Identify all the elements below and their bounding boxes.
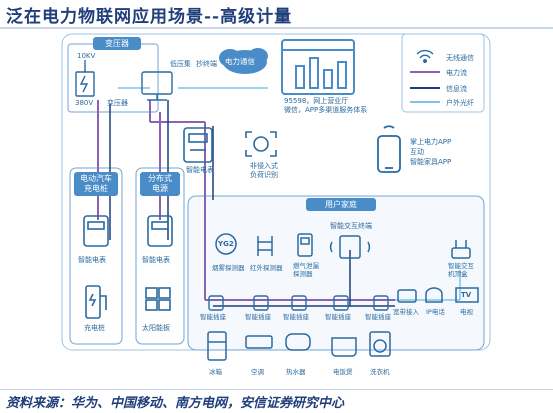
tv-label: 电视 [460, 308, 473, 316]
ev-box-title-1: 电动汽车 [80, 174, 112, 183]
smart-outlet-4 [333, 295, 349, 311]
gateway-label: 智能交互机顶盒 [448, 262, 474, 278]
concentrator-label-1: 低压集 [170, 60, 191, 68]
broadband-label: 宽带接入 [393, 308, 419, 316]
solar-panel-label: 太阳能板 [142, 324, 170, 332]
home-box-frame [187, 195, 485, 351]
ev-meter-icon [83, 215, 109, 247]
service-hall-icon [281, 39, 355, 95]
nonintrusive-label-1: 非侵入式 [250, 162, 278, 170]
concentrator-icon [141, 71, 173, 101]
water-heater-icon [285, 333, 311, 351]
ev-box-frame [69, 167, 123, 345]
concentrator-label-2: 抄终端 [196, 60, 217, 68]
smart-meter-icon [183, 127, 213, 163]
transformer-icon [75, 60, 95, 97]
smoke-detector-icon [215, 233, 237, 255]
transformer-label: 变压器 [107, 99, 128, 107]
voltage-low-label: 380V [75, 99, 94, 107]
ev-box-title: 电动汽车 充电桩 [74, 172, 118, 196]
tv-icon [455, 287, 479, 303]
rice-cooker-icon [331, 337, 357, 357]
service-label-2: 微信，APP多渠道服务体系 [284, 106, 368, 114]
outlet-label-2: 智能插座 [245, 313, 271, 321]
outlet-label-3: 智能插座 [283, 313, 309, 321]
cloud-icon [219, 48, 268, 74]
smart-outlet-1 [208, 295, 224, 311]
nonintrusive-label-2: 负荷识别 [250, 171, 278, 179]
outlet-label-1: 智能插座 [200, 313, 226, 321]
appliance-label-heater: 热水器 [286, 368, 306, 376]
title-divider [0, 27, 553, 29]
footer-divider [0, 389, 553, 390]
phone-icon [377, 125, 401, 173]
gas-detector-icon [297, 233, 313, 257]
ip-phone-icon [425, 287, 443, 303]
ev-meter-label: 智能电表 [78, 256, 106, 264]
interact-terminal-icon [329, 235, 371, 259]
source-note: 资料来源：华为、中国移动、南方电网，安信证券研究中心 [6, 396, 345, 411]
fridge-icon [207, 331, 227, 361]
transformer-title: 变压器 [93, 37, 141, 50]
dist-meter-icon [147, 215, 173, 247]
load-identification-icon [245, 131, 277, 157]
dist-meter-label: 智能电表 [142, 256, 170, 264]
legend-label-fiber: 户外光纤 [446, 99, 474, 107]
home-title: 用户家庭 [306, 198, 376, 211]
sensor-label-smoke: 烟雾探测器 [212, 264, 245, 272]
smart-meter-label: 智能电表 [186, 166, 214, 174]
solar-panel-icon [145, 287, 171, 311]
cloud-label: 电力通信 [225, 57, 255, 66]
legend-frame [401, 33, 485, 113]
dist-box-title: 分布式 电源 [140, 172, 180, 196]
sensor-label-infrared: 红外探测器 [250, 264, 283, 272]
legend-wifi-icon [416, 49, 434, 63]
legend-label-info: 信息流 [446, 85, 467, 93]
phone-label-3: 智能家具APP [410, 158, 452, 166]
legend-label-wireless: 无线通信 [446, 54, 474, 62]
dist-box-title-1: 分布式 [148, 174, 172, 183]
phone-label-2: 互动 [410, 148, 424, 156]
sensor-label-gas: 燃气泄漏探测器 [293, 262, 319, 278]
ev-charger-icon [85, 285, 107, 319]
ev-charger-label: 充电桩 [84, 324, 105, 332]
dist-box-title-2: 电源 [152, 184, 168, 193]
appliance-label-ac: 空调 [251, 368, 264, 376]
voltage-high-label: 10KV [77, 52, 96, 60]
smart-outlet-3 [291, 295, 307, 311]
air-conditioner-icon [245, 335, 273, 349]
outlet-label-5: 智能插座 [365, 313, 391, 321]
page-title: 泛在电力物联网应用场景--高级计量 [6, 7, 293, 27]
interact-terminal-label: 智能交互终端 [330, 222, 372, 230]
smoke-badge: YG2 [218, 240, 234, 248]
washing-machine-icon [369, 331, 391, 357]
infrared-detector-icon [257, 236, 273, 256]
outlet-label-4: 智能插座 [325, 313, 351, 321]
appliance-label-cooker: 电饭煲 [333, 368, 353, 376]
tv-text: TV [461, 291, 472, 299]
smart-outlet-2 [253, 295, 269, 311]
gateway-icon [451, 240, 471, 259]
service-label-1: 95598，网上营业厅 [284, 97, 349, 105]
legend-label-power: 电力流 [446, 69, 467, 77]
appliance-label-fridge: 冰箱 [209, 368, 222, 376]
appliance-label-washer: 洗衣机 [370, 368, 390, 376]
smart-outlet-5 [373, 295, 389, 311]
ip-phone-label: IP电话 [426, 308, 445, 316]
phone-label-1: 掌上电力APP [410, 138, 452, 146]
ev-box-title-2: 充电桩 [84, 184, 108, 193]
broadband-icon [397, 289, 417, 303]
